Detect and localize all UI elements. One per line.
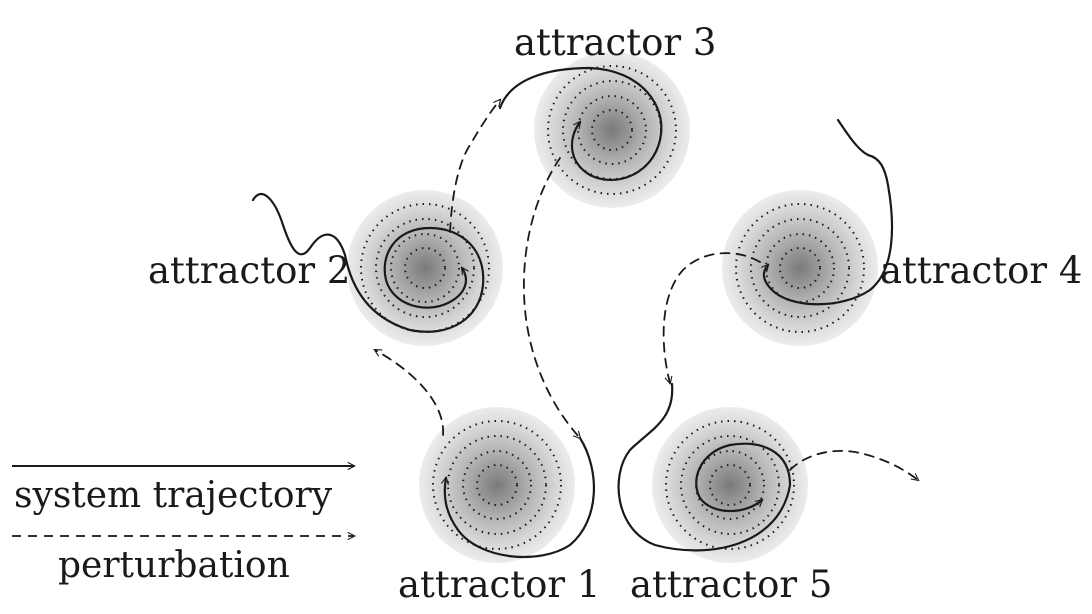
perturbation-5-out [789,450,918,480]
trajectory-into-attractor-4 [764,118,894,306]
trajectory-into-attractor-5 [617,382,792,552]
legend-trajectory-label: system trajectory [14,475,333,516]
attractor-4-label: attractor 4 [880,249,1083,292]
attractor-3-label: attractor 3 [514,21,717,64]
legend-perturbation-label: perturbation [58,545,290,586]
attractor-2-label: attractor 2 [148,249,351,292]
attractor-2-basin [347,190,503,346]
trajectory-into-attractor-2 [251,192,485,333]
attractor-1-basin [419,407,575,563]
attractor-5-basin [652,407,808,563]
trajectory-into-attractor-3 [498,66,663,182]
attractor-3-basin [534,52,690,208]
attractor-1-label: attractor 1 [398,563,601,606]
perturbation-4-to-5 [662,252,761,383]
perturbation-2-to-3 [449,100,500,233]
attractor-5-label: attractor 5 [630,563,833,606]
trajectory-into-attractor-1 [445,436,595,559]
perturbation-1-to-2 [375,350,444,436]
attractor-4-basin [722,190,878,346]
perturbation-3-to-1 [522,157,580,438]
